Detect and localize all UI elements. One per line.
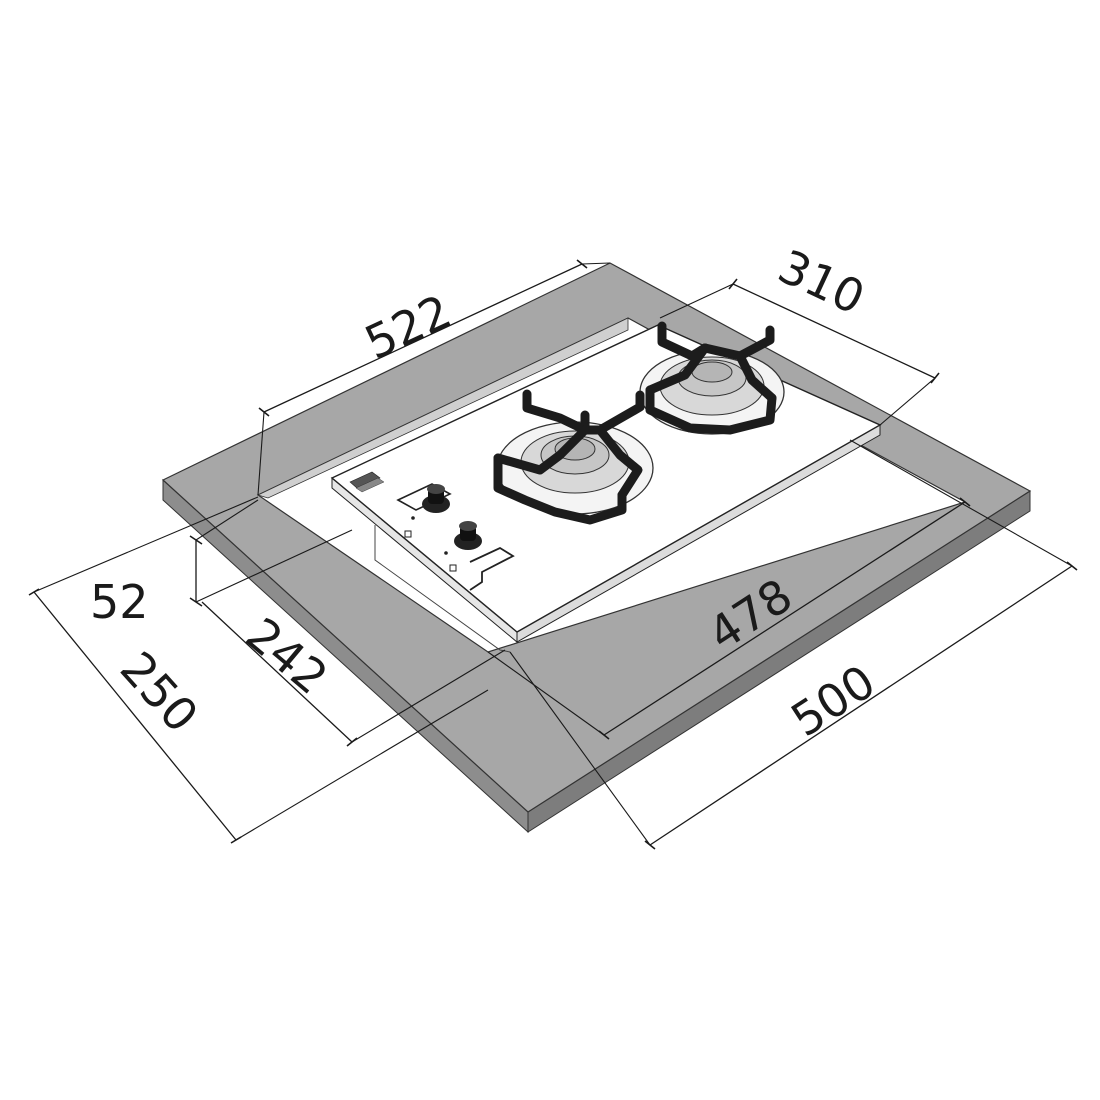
control-line	[469, 546, 515, 591]
dim-label-310: 310	[770, 239, 872, 325]
brand-plate	[349, 471, 385, 493]
pan-support-back	[645, 321, 777, 435]
control-knob-right	[454, 521, 482, 550]
dim-label-52: 52	[90, 575, 149, 629]
control-knob-left	[422, 484, 450, 513]
dim-label-500: 500	[782, 654, 885, 747]
dimension-lines	[28, 259, 1078, 850]
control-panel-outline	[396, 483, 452, 511]
indicator-icons	[404, 516, 457, 572]
hob-body	[374, 525, 511, 653]
dimension-ticks	[28, 259, 1078, 850]
dim-label-250: 250	[110, 641, 209, 742]
cutout-inner-wall	[256, 317, 629, 499]
gas-hob	[330, 321, 882, 653]
pan-support-front	[493, 389, 645, 525]
